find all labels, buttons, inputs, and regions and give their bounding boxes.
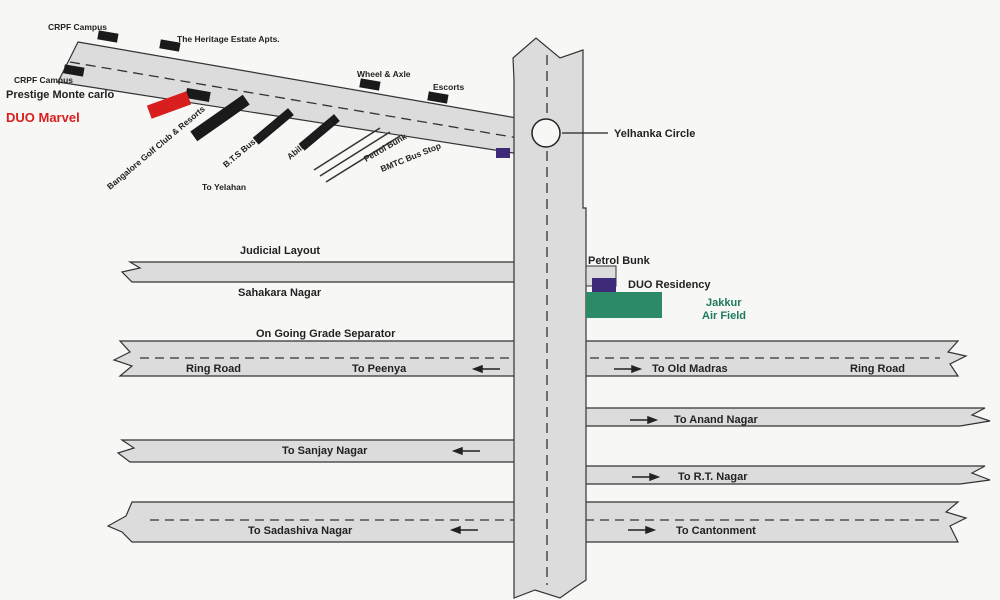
- to-rt-nagar-label: To R.T. Nagar: [678, 471, 748, 483]
- to-sadashiva-nagar-label: To Sadashiva Nagar: [248, 525, 353, 537]
- bus-depot-block: [252, 108, 294, 145]
- jakkur-label: Jakkur: [706, 297, 742, 309]
- petrol-bunk-east-label: Petrol Bunk: [588, 255, 651, 267]
- duo-marvel-label: DUO Marvel: [6, 110, 80, 125]
- heritage-estate-block: [159, 39, 181, 52]
- prestige-monte-carlo-label: Prestige Monte carlo: [6, 89, 114, 101]
- ring-road-right-label: Ring Road: [850, 363, 905, 375]
- petrol-bunk-marker-3: [325, 135, 401, 183]
- arrow-icon: [632, 472, 661, 482]
- to-peenya-label: To Peenya: [352, 363, 407, 375]
- ability-school-block: [298, 114, 340, 151]
- anand-nagar-road: [559, 407, 991, 427]
- arrow-icon: [471, 364, 500, 374]
- judicial-layout-label: Judicial Layout: [240, 245, 320, 257]
- rt-nagar-road: [559, 465, 991, 485]
- escorts-label: Escorts: [433, 82, 464, 92]
- wheel-axle-label: Wheel & Axle: [357, 69, 411, 79]
- petrol-bunk-marker-2: [319, 131, 391, 177]
- sai-label: SAI: [502, 157, 508, 166]
- to-old-madras-label: To Old Madras: [652, 363, 728, 375]
- arrow-icon: [449, 525, 478, 535]
- crpf-campus-left-label: CRPF Campus: [14, 75, 73, 85]
- duo-residency-label: DUO Residency: [628, 279, 711, 291]
- air-field-label: Air Field: [702, 310, 746, 322]
- to-yelahanka-label: To Yelahan: [202, 182, 246, 192]
- grade-separator-label: On Going Grade Separator: [256, 328, 396, 340]
- arrow-icon: [630, 415, 659, 425]
- to-cantonment-label: To Cantonment: [676, 525, 756, 537]
- petrol-bunk-marker-1: [313, 127, 381, 171]
- circle-icon: [531, 118, 561, 148]
- sai-block: [496, 148, 510, 158]
- sahakara-nagar-label: Sahakara Nagar: [238, 287, 322, 299]
- to-sanjay-nagar-label: To Sanjay Nagar: [282, 445, 368, 457]
- escorts-block: [427, 91, 449, 104]
- crpf-campus-left-block: [63, 64, 85, 77]
- prestige-block: [185, 87, 211, 103]
- ring-road-left-label: Ring Road: [186, 363, 241, 375]
- duo-residency-block: [592, 278, 616, 292]
- main-road: [512, 37, 587, 599]
- crpf-campus-top-block: [97, 30, 119, 43]
- air-field-block: [586, 292, 662, 318]
- judicial-layout-road: [120, 261, 519, 283]
- to-anand-nagar-label: To Anand Nagar: [674, 414, 758, 426]
- arrow-icon: [614, 364, 643, 374]
- diagonal-road-centerline: [69, 61, 531, 141]
- wheel-axle-block: [359, 78, 381, 91]
- yelhanka-circle-label: Yelhanka Circle: [614, 128, 695, 140]
- crpf-campus-top-label: CRPF Campus: [48, 22, 107, 32]
- arrow-icon: [628, 525, 657, 535]
- arrow-icon: [451, 446, 480, 456]
- heritage-estate-label: The Heritage Estate Apts.: [177, 34, 280, 44]
- golf-club-block: [190, 94, 250, 142]
- duo-marvel-block: [146, 91, 192, 119]
